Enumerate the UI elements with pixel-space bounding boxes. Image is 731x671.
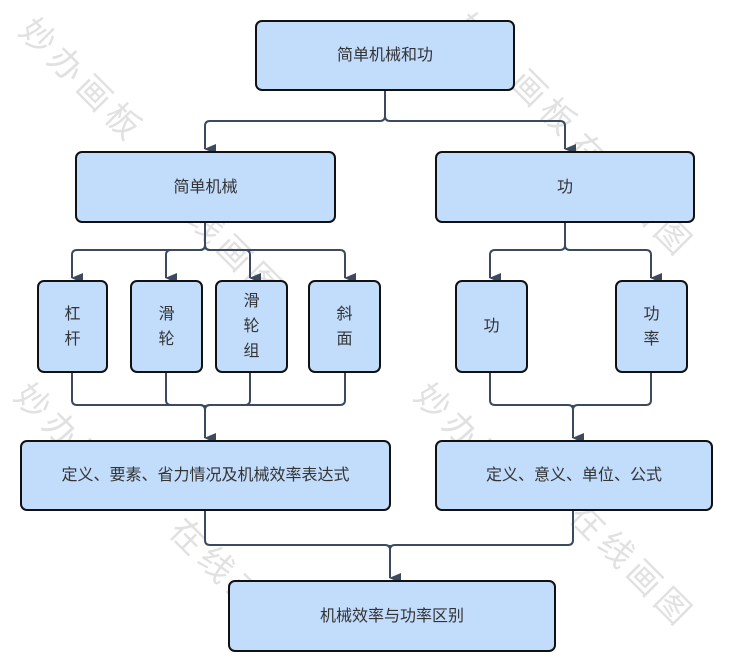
- node-incline[interactable]: 斜 面: [308, 280, 381, 373]
- node-final-label: 机械效率与功率区别: [319, 605, 464, 625]
- node-simple-machines[interactable]: 简单机械: [75, 151, 336, 223]
- connector-to-power: [564, 222, 662, 283]
- node-work-label: 功: [556, 176, 573, 196]
- node-work[interactable]: 功: [435, 151, 695, 223]
- connector-root-to-work: [384, 90, 576, 154]
- node-work-item-label: 功: [483, 316, 500, 336]
- connector-pulley-merge: [165, 372, 206, 411]
- node-final[interactable]: 机械效率与功率区别: [228, 580, 556, 652]
- node-simple-machines-summary[interactable]: 定义、要素、省力情况及机械效率表达式: [20, 440, 391, 511]
- node-root-label: 简单机械和功: [336, 45, 433, 65]
- connector-power-merge: [572, 372, 652, 411]
- node-pulley-block[interactable]: 滑 轮 组: [215, 280, 288, 373]
- connector-to-incline: [204, 222, 356, 283]
- node-work-summary[interactable]: 定义、意义、单位、公式: [435, 440, 713, 511]
- connector-sm-summary-merge: [204, 510, 391, 551]
- connector-incline-merge: [204, 372, 346, 411]
- node-simple-machines-summary-label: 定义、要素、省力情况及机械效率表达式: [61, 465, 350, 485]
- node-pulley[interactable]: 滑 轮: [130, 280, 203, 373]
- node-simple-machines-label: 简单机械: [173, 176, 238, 196]
- node-pulley-label: 滑 轮: [158, 303, 175, 348]
- connector-root-to-simple-machines: [204, 90, 386, 154]
- node-incline-label: 斜 面: [336, 303, 353, 348]
- connector-work-summary-merge: [389, 510, 574, 551]
- node-root[interactable]: 简单机械和功: [255, 20, 515, 91]
- node-lever-label: 杠 杆: [64, 303, 81, 348]
- connector-work-item-merge: [489, 372, 574, 411]
- connector-to-work-item: [489, 222, 566, 283]
- node-power[interactable]: 功 率: [615, 280, 688, 373]
- connector-to-pulley: [165, 222, 206, 283]
- node-lever[interactable]: 杠 杆: [37, 280, 108, 373]
- node-power-label: 功 率: [643, 303, 660, 348]
- node-work-item[interactable]: 功: [455, 280, 528, 373]
- node-work-summary-label: 定义、意义、单位、公式: [485, 465, 662, 485]
- node-pulley-block-label: 滑 轮 组: [243, 291, 260, 360]
